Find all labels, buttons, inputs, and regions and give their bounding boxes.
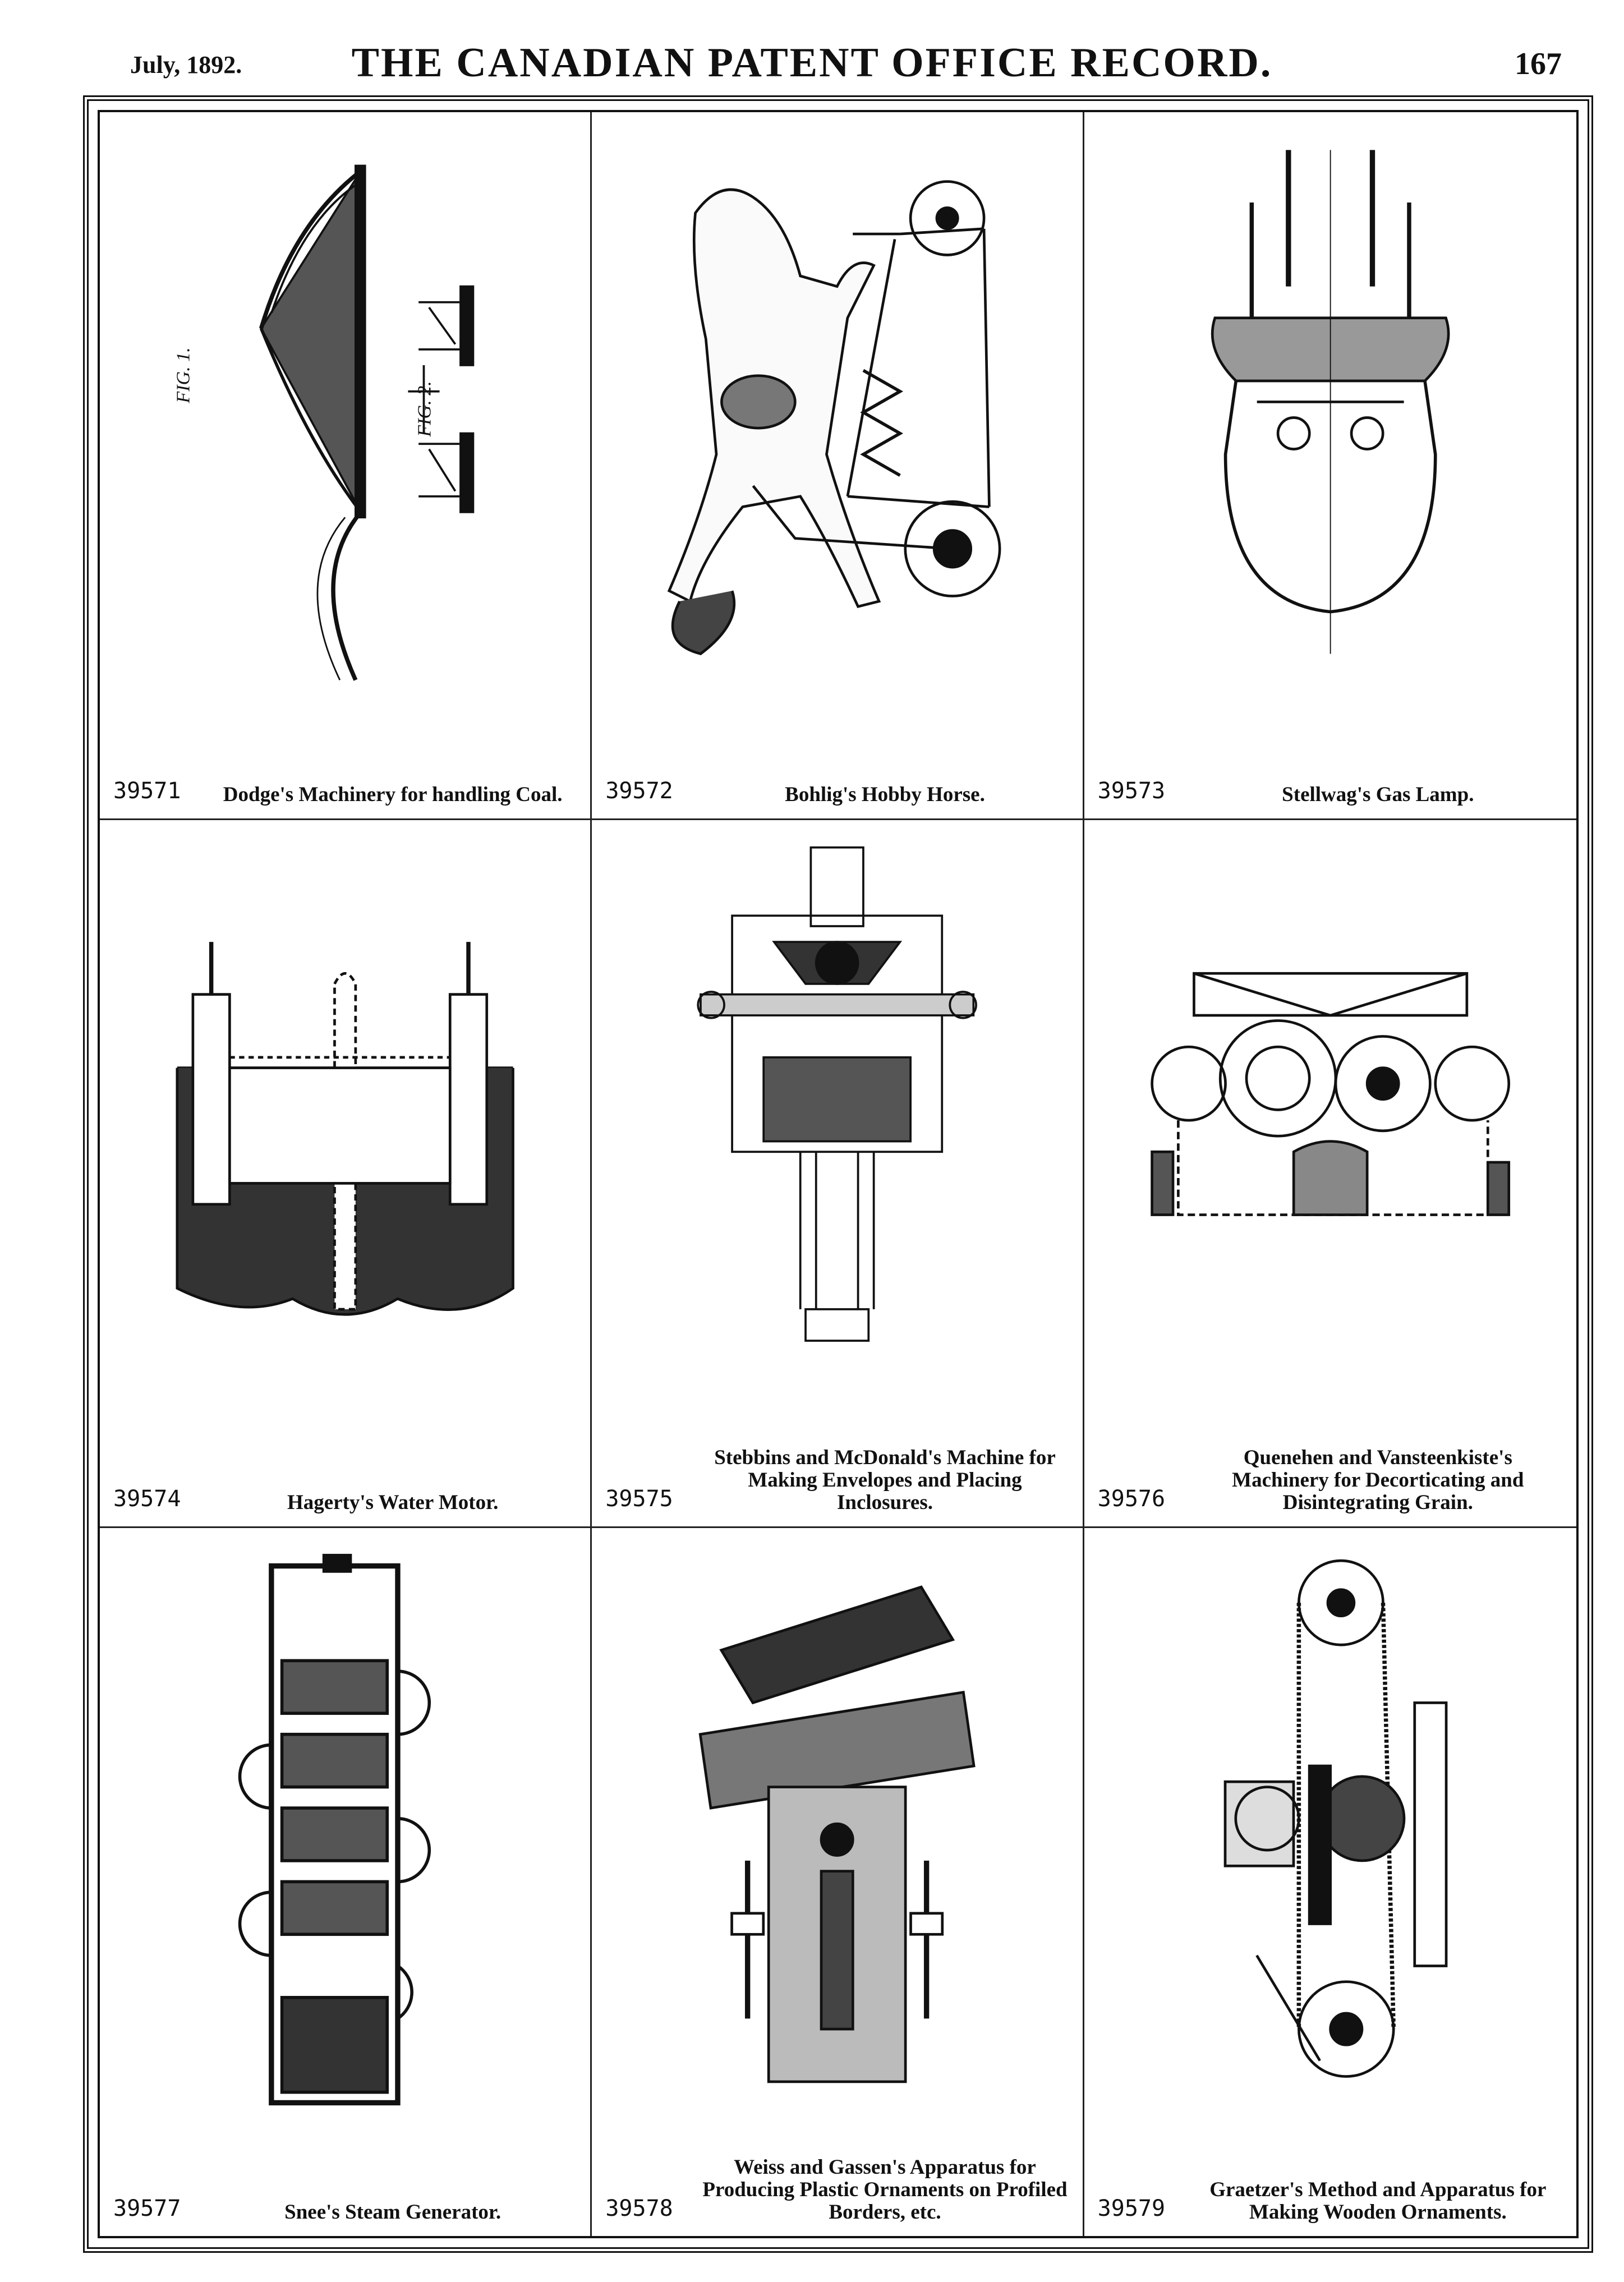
patent-drawing-envelope-machine (609, 837, 1065, 1414)
patent-caption: 39573 Stellwag's Gas Lamp. (1098, 711, 1563, 806)
patent-drawing-ornament-apparatus (609, 1545, 1065, 2124)
patent-grid: FIG. 1. FIG. 2. 39571 Dodge's Machinery … (100, 112, 1576, 2236)
patent-drawing-coal-machinery: FIG. 1. FIG. 2. (117, 129, 573, 706)
patent-caption: 39579 Graetzer's Method and Apparatus fo… (1098, 2128, 1563, 2224)
figure-label-fig-2: FIG. 2. (414, 381, 435, 437)
patent-cell-39575: 39575 Stebbins and McDonald's Machine fo… (592, 820, 1084, 1528)
patent-title: Graetzer's Method and Apparatus for Maki… (1209, 2178, 1547, 2224)
plates-frame: FIG. 1. FIG. 2. 39571 Dodge's Machinery … (83, 95, 1593, 2253)
patent-caption: 39576 Quenehen and Vansteenkiste's Machi… (1098, 1419, 1563, 1514)
patent-drawing-grain-machinery (1101, 837, 1559, 1414)
patent-caption: 39572 Bohlig's Hobby Horse. (605, 711, 1069, 806)
page-header: July, 1892. THE CANADIAN PATENT OFFICE R… (0, 34, 1624, 101)
patent-cell-39577: 39577 Snee's Steam Generator. (100, 1528, 592, 2236)
patent-title: Dodge's Machinery for handling Coal. (223, 783, 563, 806)
patent-drawing-wooden-ornaments (1101, 1545, 1559, 2124)
patent-number: 39578 (605, 2196, 673, 2221)
patent-title: Snee's Steam Generator. (284, 2201, 502, 2224)
patent-number: 39572 (605, 778, 673, 804)
publication-title: THE CANADIAN PATENT OFFICE RECORD. (351, 40, 1273, 86)
patent-cell-39572: 39572 Bohlig's Hobby Horse. (592, 112, 1084, 820)
patent-caption: 39577 Snee's Steam Generator. (113, 2128, 577, 2224)
patent-number: 39574 (113, 1486, 181, 1512)
patent-title: Quenehen and Vansteenkiste's Machinery f… (1232, 1446, 1524, 1514)
patent-number: 39577 (113, 2196, 181, 2221)
patent-title: Stebbins and McDonald's Machine for Maki… (714, 1446, 1056, 1514)
patent-number: 39576 (1097, 1486, 1166, 1512)
patent-drawing-water-motor (117, 837, 573, 1414)
patent-number: 39579 (1097, 2196, 1166, 2221)
patent-caption: 39578 Weiss and Gassen's Apparatus for P… (605, 2128, 1069, 2224)
patent-drawing-gas-lamp (1101, 129, 1559, 706)
patent-cell-39578: 39578 Weiss and Gassen's Apparatus for P… (592, 1528, 1084, 2236)
page-number: 167 (1515, 47, 1562, 81)
patent-title: Stellwag's Gas Lamp. (1282, 783, 1474, 806)
patent-cell-39574: 39574 Hagerty's Water Motor. (100, 820, 592, 1528)
patent-number: 39575 (605, 1486, 673, 1512)
issue-date: July, 1892. (130, 51, 242, 79)
patent-number: 39571 (113, 778, 181, 804)
patent-title: Weiss and Gassen's Apparatus for Produci… (702, 2156, 1068, 2224)
patent-caption: 39575 Stebbins and McDonald's Machine fo… (605, 1419, 1069, 1514)
patent-cell-39571: FIG. 1. FIG. 2. 39571 Dodge's Machinery … (100, 112, 592, 820)
patent-cell-39579: 39579 Graetzer's Method and Apparatus fo… (1084, 1528, 1576, 2236)
figure-label-fig-1: FIG. 1. (173, 347, 194, 403)
patent-drawing-hobby-horse (609, 129, 1065, 706)
patent-cell-39573: 39573 Stellwag's Gas Lamp. (1084, 112, 1576, 820)
patent-drawing-steam-generator (117, 1545, 573, 2124)
patent-cell-39576: 39576 Quenehen and Vansteenkiste's Machi… (1084, 820, 1576, 1528)
patent-title: Hagerty's Water Motor. (287, 1491, 499, 1514)
patent-caption: 39571 Dodge's Machinery for handling Coa… (113, 711, 577, 806)
patent-title: Bohlig's Hobby Horse. (785, 783, 985, 806)
patent-caption: 39574 Hagerty's Water Motor. (113, 1419, 577, 1514)
patent-number: 39573 (1097, 778, 1166, 804)
